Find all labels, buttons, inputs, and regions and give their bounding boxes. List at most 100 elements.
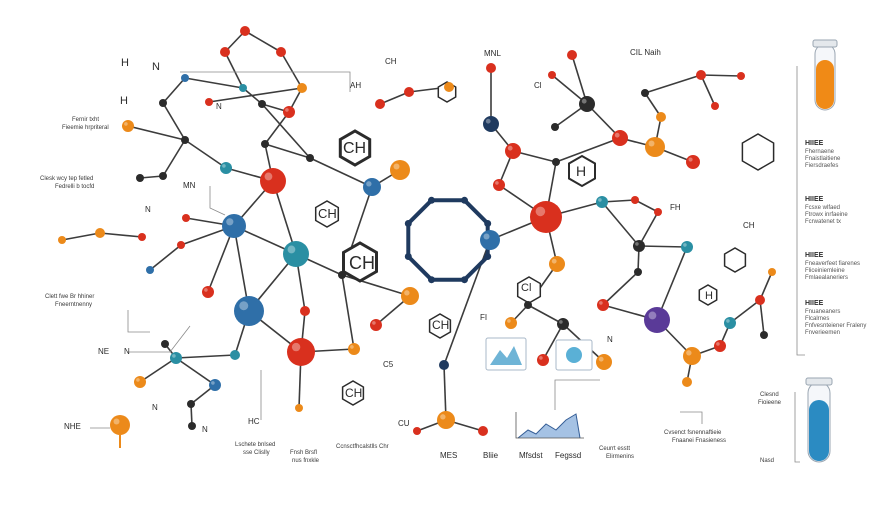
atom-node [644, 307, 670, 333]
atom-highlight [539, 356, 543, 360]
bond [175, 357, 216, 386]
bond [443, 364, 447, 421]
label-bottom-c: Fnsh Brsfl [290, 450, 318, 456]
label-bottom-d: Ccnsctfhcalstlls Chr [336, 444, 389, 450]
connector-line [680, 411, 703, 424]
atom-node [205, 98, 213, 106]
central-octagon-ring [406, 198, 490, 282]
bond [149, 244, 182, 271]
atom-node [714, 340, 726, 352]
label-cl-ring: Cl [521, 282, 532, 294]
atom-node [239, 84, 247, 92]
atom-node [548, 71, 556, 79]
ring-vertex [461, 276, 468, 284]
atom-node [596, 354, 612, 370]
atom-highlight [535, 206, 546, 217]
atom-node [297, 83, 307, 93]
legend-section-4: HIIEE Fnuaneaners Flcalrnes Fnfvesnteien… [805, 300, 866, 336]
atom-node [711, 102, 719, 110]
bond [61, 232, 101, 241]
atom-node [686, 155, 700, 169]
atom-node [146, 266, 154, 274]
label-nasd: Nasd [760, 458, 775, 464]
label-left-o: N [152, 403, 158, 412]
bond [542, 323, 564, 361]
legend-3-line-2: Fliceiniemleine [805, 268, 845, 274]
label-clend-sub: Fioieene [758, 400, 782, 406]
label-cu: CU [398, 419, 410, 428]
bond [555, 137, 621, 163]
atom-node [552, 158, 560, 166]
atom-node [182, 214, 190, 222]
atom-node [760, 331, 768, 339]
atom-node [444, 82, 454, 92]
atom-highlight [683, 243, 687, 247]
connector-lines [90, 66, 805, 463]
atom-node [222, 214, 246, 238]
atom-highlight [204, 288, 208, 292]
legend-section-3: HIIEE Fneaverfeet fiarenes Fliceiniemlei… [805, 252, 860, 281]
legend-1-line-1: Fhernaene [805, 149, 835, 155]
label-h-1: H [576, 163, 587, 179]
atom-node [654, 208, 662, 216]
hexagon-ring-ch4 [428, 313, 452, 339]
bond [700, 74, 716, 107]
label-ch-4: CH [432, 318, 450, 332]
bond [280, 51, 303, 89]
atom-node [597, 299, 609, 311]
ring-vertex [428, 196, 435, 204]
orange-test-tube-liquid [816, 60, 834, 109]
bond [264, 111, 290, 145]
atom-node [134, 376, 146, 388]
atom-node [486, 63, 496, 73]
legend-2-line-3: Fcrwatenet tx [805, 219, 842, 225]
bond [638, 245, 688, 248]
legend-1-title: HIIEE [805, 140, 824, 147]
connector-line [127, 310, 150, 333]
atom-nodes [58, 26, 776, 448]
label-ah: AH [350, 81, 362, 90]
legend-4-line-4: Fnverieemen [805, 330, 841, 336]
atom-node [138, 233, 146, 241]
atom-node [363, 178, 381, 196]
label-left-g: Fedrelli b tocfd [55, 184, 95, 190]
label-left-a: H [121, 57, 129, 69]
label-bottom-i: Ceurrt esstt [599, 446, 631, 452]
atom-highlight [716, 342, 720, 346]
label-left-n: NHE [64, 422, 81, 431]
atom-node [439, 360, 449, 370]
label-left-m: N [124, 347, 130, 356]
ring-vertex [404, 253, 412, 260]
atom-node [549, 256, 565, 272]
label-bottom-b: Lschete bnlsed [235, 442, 276, 448]
label-right-h2: H [705, 290, 713, 302]
atom-node [234, 296, 264, 326]
atom-highlight [686, 350, 692, 356]
atom-highlight [372, 321, 376, 325]
atom-node [596, 196, 608, 208]
atom-node [220, 47, 230, 57]
atom-node [641, 89, 649, 97]
atom-node [306, 154, 314, 162]
atom-node [493, 179, 505, 191]
bond [162, 77, 186, 104]
hexagon-ring-small [723, 247, 747, 273]
mountain-chart-icon [485, 337, 527, 371]
atom-node [505, 317, 517, 329]
hexagon-ring-ch5 [341, 380, 365, 406]
atom-highlight [598, 356, 604, 362]
legend-4-line-1: Fnuaneaners [805, 309, 841, 315]
atom-node [755, 295, 765, 305]
connector-line [128, 325, 191, 353]
atom-node [300, 306, 310, 316]
atom-node [551, 123, 559, 131]
atom-node [537, 354, 549, 366]
bond [571, 54, 588, 105]
atom-node [170, 352, 182, 364]
hexagon-ring-ch1 [338, 129, 372, 167]
atom-node [437, 411, 455, 429]
bond [527, 304, 564, 325]
legend-section-2: HIIEE Fcsxe wlfaed Ftrowx inrfaeine Fcrw… [805, 196, 848, 225]
ring-structures [314, 81, 775, 406]
